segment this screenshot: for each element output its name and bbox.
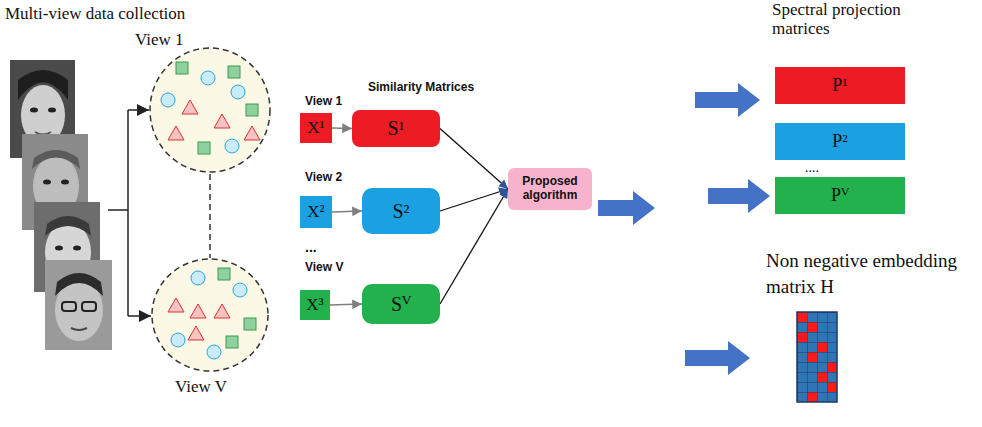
connector-arrow [330, 304, 362, 305]
projection-matrix: P² [775, 123, 905, 160]
node-text: P¹ [832, 75, 847, 96]
view-cluster [150, 48, 270, 172]
column-heading: Similarity Matrices [368, 80, 508, 95]
node-text: Proposed algorithm [512, 175, 588, 203]
node-text: Sⱽ [391, 293, 411, 316]
row-label: View 2 [305, 170, 365, 185]
split-bracket [108, 110, 151, 316]
node-text: X¹ [307, 118, 324, 138]
connector-arrow [440, 189, 508, 211]
face-photo [45, 260, 112, 350]
similarity-matrix: S¹ [352, 110, 440, 147]
view-label: View V [175, 377, 265, 397]
diagram-title: Multi-view data collection [5, 4, 265, 24]
projection-matrix: Pⱽ [775, 177, 905, 214]
block-arrow [598, 83, 770, 375]
section-heading: Spectral projection matrices [772, 0, 932, 38]
connector-arrow [332, 211, 362, 212]
node-text: X² [307, 202, 324, 222]
view-label: View 1 [135, 30, 215, 50]
node-text: Pⱽ [831, 185, 849, 206]
similarity-matrix: S² [362, 188, 440, 234]
node-text: P² [832, 131, 847, 152]
node-text: X³ [306, 295, 323, 315]
row-label: View 1 [305, 94, 365, 109]
connector-arrow [332, 127, 352, 129]
section-heading: Non negative embedding matrix H [766, 248, 974, 300]
similarity-matrix: Sⱽ [362, 284, 440, 324]
embedding-matrix [797, 312, 837, 402]
data-matrix: X¹ [300, 113, 332, 143]
ellipsis: ... [305, 240, 345, 255]
projection-matrix: P¹ [775, 67, 905, 104]
node-text: S¹ [387, 117, 404, 140]
view-separator [209, 174, 211, 258]
connector-arrow [440, 129, 508, 190]
node-text: S² [392, 200, 409, 223]
row-label: View V [305, 260, 365, 275]
ellipsis: .... [805, 161, 845, 175]
data-matrix: X³ [300, 290, 330, 320]
connector-arrow [440, 189, 508, 304]
view-cluster [152, 259, 268, 371]
data-matrix: X² [300, 196, 332, 228]
algorithm-box: Proposed algorithm [508, 168, 592, 210]
